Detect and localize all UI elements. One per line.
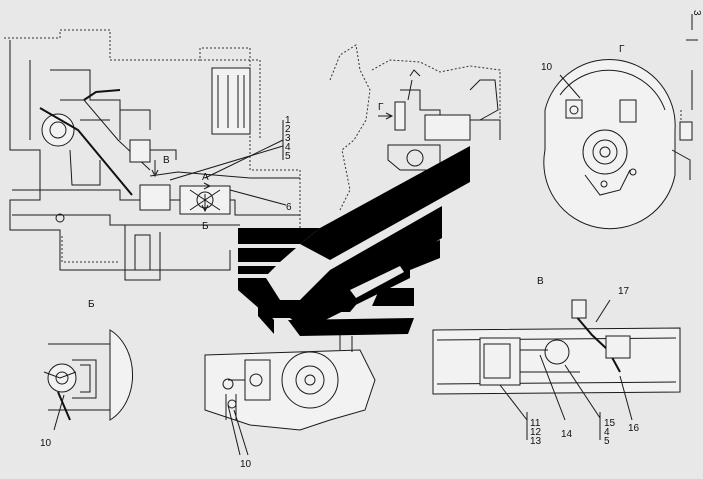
label-16: 16 — [628, 423, 640, 434]
label-5b: 5 — [604, 436, 610, 447]
labels: 3 Г В Б В А Б Г 1 2 3 4 5 6 10 10 10 17 … — [40, 10, 702, 470]
label-11: 11 — [530, 418, 541, 429]
label-10-top: 10 — [541, 62, 553, 73]
arrow-g-label: Г — [378, 102, 384, 113]
label-12: 12 — [530, 427, 542, 438]
stack-label-2: 2 — [285, 124, 291, 135]
label-4b: 4 — [604, 427, 610, 438]
view-b-title: Б — [88, 299, 95, 310]
stack-label-3: 3 — [285, 133, 291, 144]
arrow-v-label: В — [163, 155, 170, 166]
view-g-title: Г — [619, 44, 625, 55]
label-15: 15 — [604, 418, 616, 429]
corner-mark: 3 — [691, 10, 702, 16]
brand-logo — [238, 146, 470, 336]
label-13: 13 — [530, 436, 542, 447]
edge-marks — [686, 14, 698, 110]
view-v-title: В — [537, 276, 544, 287]
view-g — [543, 59, 693, 230]
main-assembly-view — [4, 29, 301, 281]
center-top-view — [329, 44, 501, 211]
label-10-b: 10 — [40, 438, 52, 449]
stack-label-4: 4 — [285, 142, 291, 153]
stack-label-1: 1 — [285, 115, 291, 126]
bottom-center-view — [204, 330, 376, 456]
stack-label-5: 5 — [285, 151, 291, 162]
view-v — [432, 299, 681, 395]
label-10-bottom: 10 — [240, 459, 252, 470]
view-v-leaders — [499, 354, 633, 440]
arrow-b-label: Б — [202, 221, 209, 232]
arrow-a-label: А — [202, 172, 209, 183]
main-leaders — [151, 120, 287, 213]
label-14: 14 — [561, 429, 573, 440]
label-6: 6 — [286, 202, 292, 213]
label-17: 17 — [618, 286, 630, 297]
view-b — [43, 329, 134, 431]
